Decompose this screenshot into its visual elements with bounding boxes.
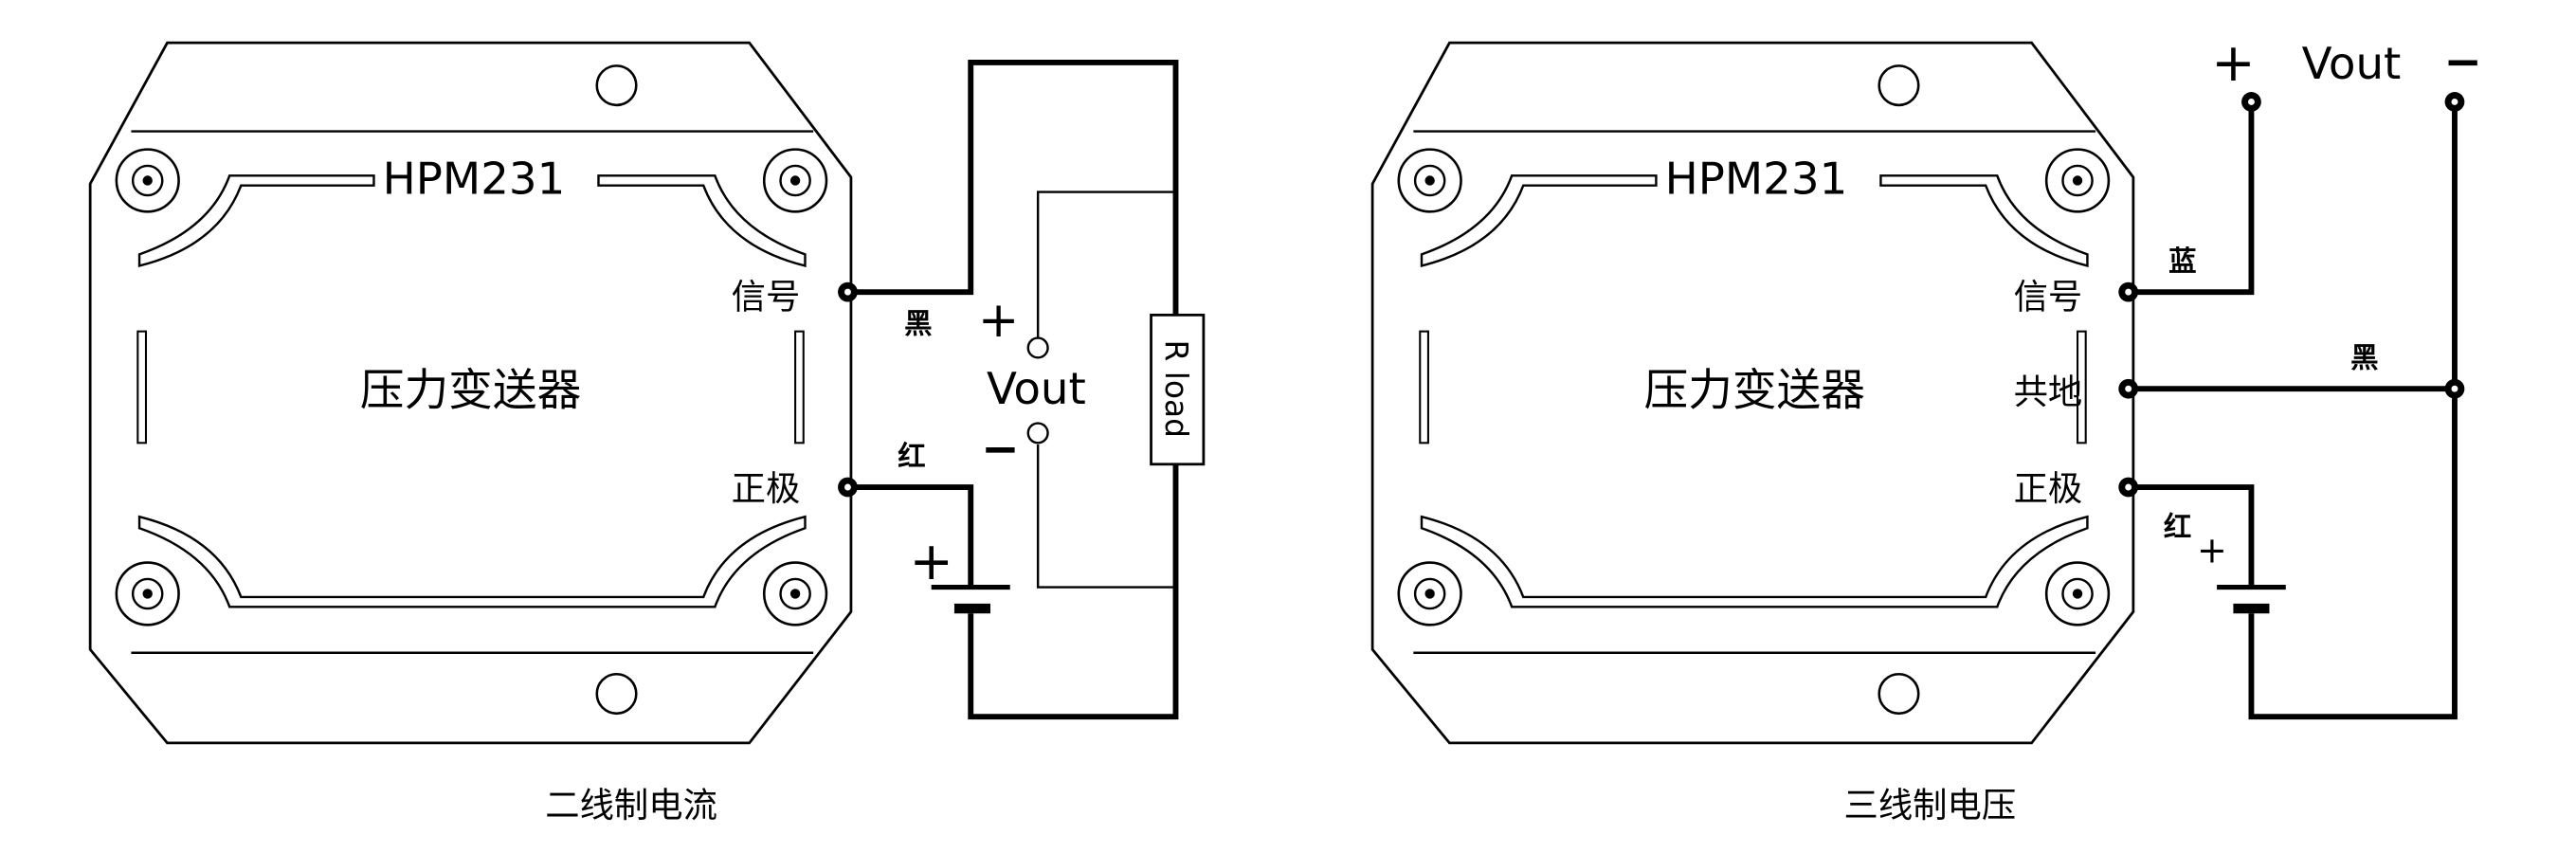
vout-minus-terminal bbox=[1026, 422, 1049, 445]
vout-label: Vout bbox=[987, 364, 1086, 415]
vout-plus-sign: + bbox=[978, 292, 1019, 349]
model-label: HPM231 bbox=[383, 154, 566, 205]
model-label: HPM231 bbox=[1665, 154, 1848, 205]
battery-plus-sign: + bbox=[2197, 530, 2227, 572]
vout-plus-sign: + bbox=[2211, 33, 2255, 94]
vout-label: Vout bbox=[2302, 39, 2402, 90]
wire-blue-label: 蓝 bbox=[2168, 245, 2196, 278]
positive-terminal-dot bbox=[838, 477, 858, 498]
load-resistor-label: R load bbox=[1158, 339, 1195, 438]
terminal-ground-label: 共地 bbox=[2014, 372, 2083, 412]
device-name-label: 压力变送器 bbox=[360, 366, 582, 417]
battery bbox=[931, 584, 1010, 614]
signal-terminal-dot bbox=[2118, 281, 2139, 302]
terminal-signal-label: 信号 bbox=[2014, 276, 2083, 317]
ground-junction-dot bbox=[2444, 378, 2465, 399]
positive-terminal-dot bbox=[2118, 477, 2139, 498]
wire-black-label: 黑 bbox=[2350, 342, 2378, 374]
vout-plus-terminal bbox=[2241, 92, 2261, 112]
terminal-positive-label: 正极 bbox=[2014, 468, 2083, 509]
device-name-label: 压力变送器 bbox=[1643, 366, 1865, 417]
diagram-caption: 二线制电流 bbox=[545, 785, 717, 826]
diagram-three-wire: HPM231 压力变送器 信号 共地 正极 + + Vout − bbox=[1370, 33, 2482, 826]
diagram-caption: 三线制电压 bbox=[1844, 785, 2017, 826]
vout-plus-terminal bbox=[1026, 336, 1049, 359]
vout-minus-sign: − bbox=[981, 423, 1020, 476]
wiring-three-wire bbox=[2128, 101, 2458, 720]
battery bbox=[2217, 584, 2286, 614]
ground-terminal-dot bbox=[2118, 378, 2139, 399]
vout-minus-sign: − bbox=[2443, 35, 2482, 88]
terminal-positive-label: 正极 bbox=[732, 468, 801, 509]
terminal-signal-label: 信号 bbox=[732, 276, 801, 317]
wire-red-label: 红 bbox=[2164, 511, 2191, 543]
wire-black-label: 黑 bbox=[904, 307, 932, 339]
signal-terminal-dot bbox=[838, 281, 858, 302]
wire-red-label: 红 bbox=[898, 441, 925, 473]
battery-plus-sign: + bbox=[910, 532, 953, 592]
vout-minus-terminal bbox=[2444, 92, 2465, 112]
diagram-two-wire: HPM231 压力变送器 信号 正极 + R load + − Vout 黑 bbox=[88, 41, 1206, 826]
wiring-two-wire bbox=[847, 59, 1179, 720]
load-resistor bbox=[1150, 313, 1206, 466]
